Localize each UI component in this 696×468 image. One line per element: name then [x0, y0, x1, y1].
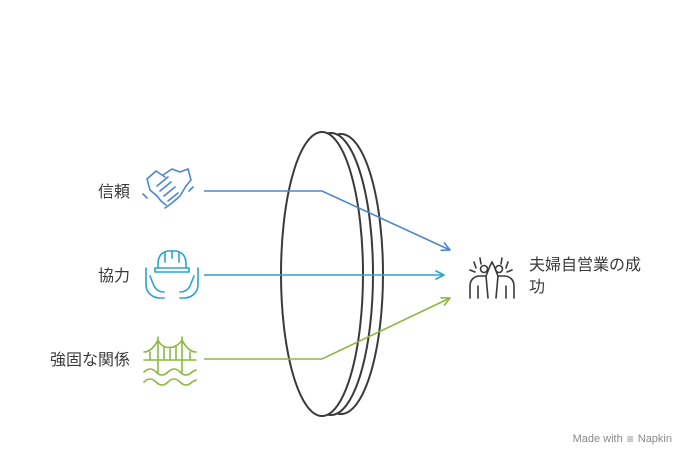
input-label-cooperation: 協力 [98, 266, 130, 285]
connector-strong-relationship [204, 297, 451, 360]
input-label-trust: 信頼 [98, 182, 130, 201]
input-label-strong-relationship: 強固な関係 [50, 350, 130, 369]
outcome-label-line2: 功 [529, 277, 545, 296]
napkin-brand-text: Napkin [637, 433, 672, 445]
napkin-logo-icon: ≡ [626, 432, 634, 446]
hardhat-hands-icon [145, 250, 199, 299]
made-with-napkin-footer[interactable]: Made with ≡ Napkin [573, 432, 672, 446]
handshake-icon [142, 168, 194, 209]
bridge-icon [143, 336, 197, 386]
high-five-icon [469, 257, 515, 299]
made-with-text: Made with [572, 433, 623, 445]
outcome-label-line1: 夫婦自営業の成 [529, 255, 641, 274]
lens-icon [280, 131, 384, 417]
connector-trust [204, 190, 451, 252]
